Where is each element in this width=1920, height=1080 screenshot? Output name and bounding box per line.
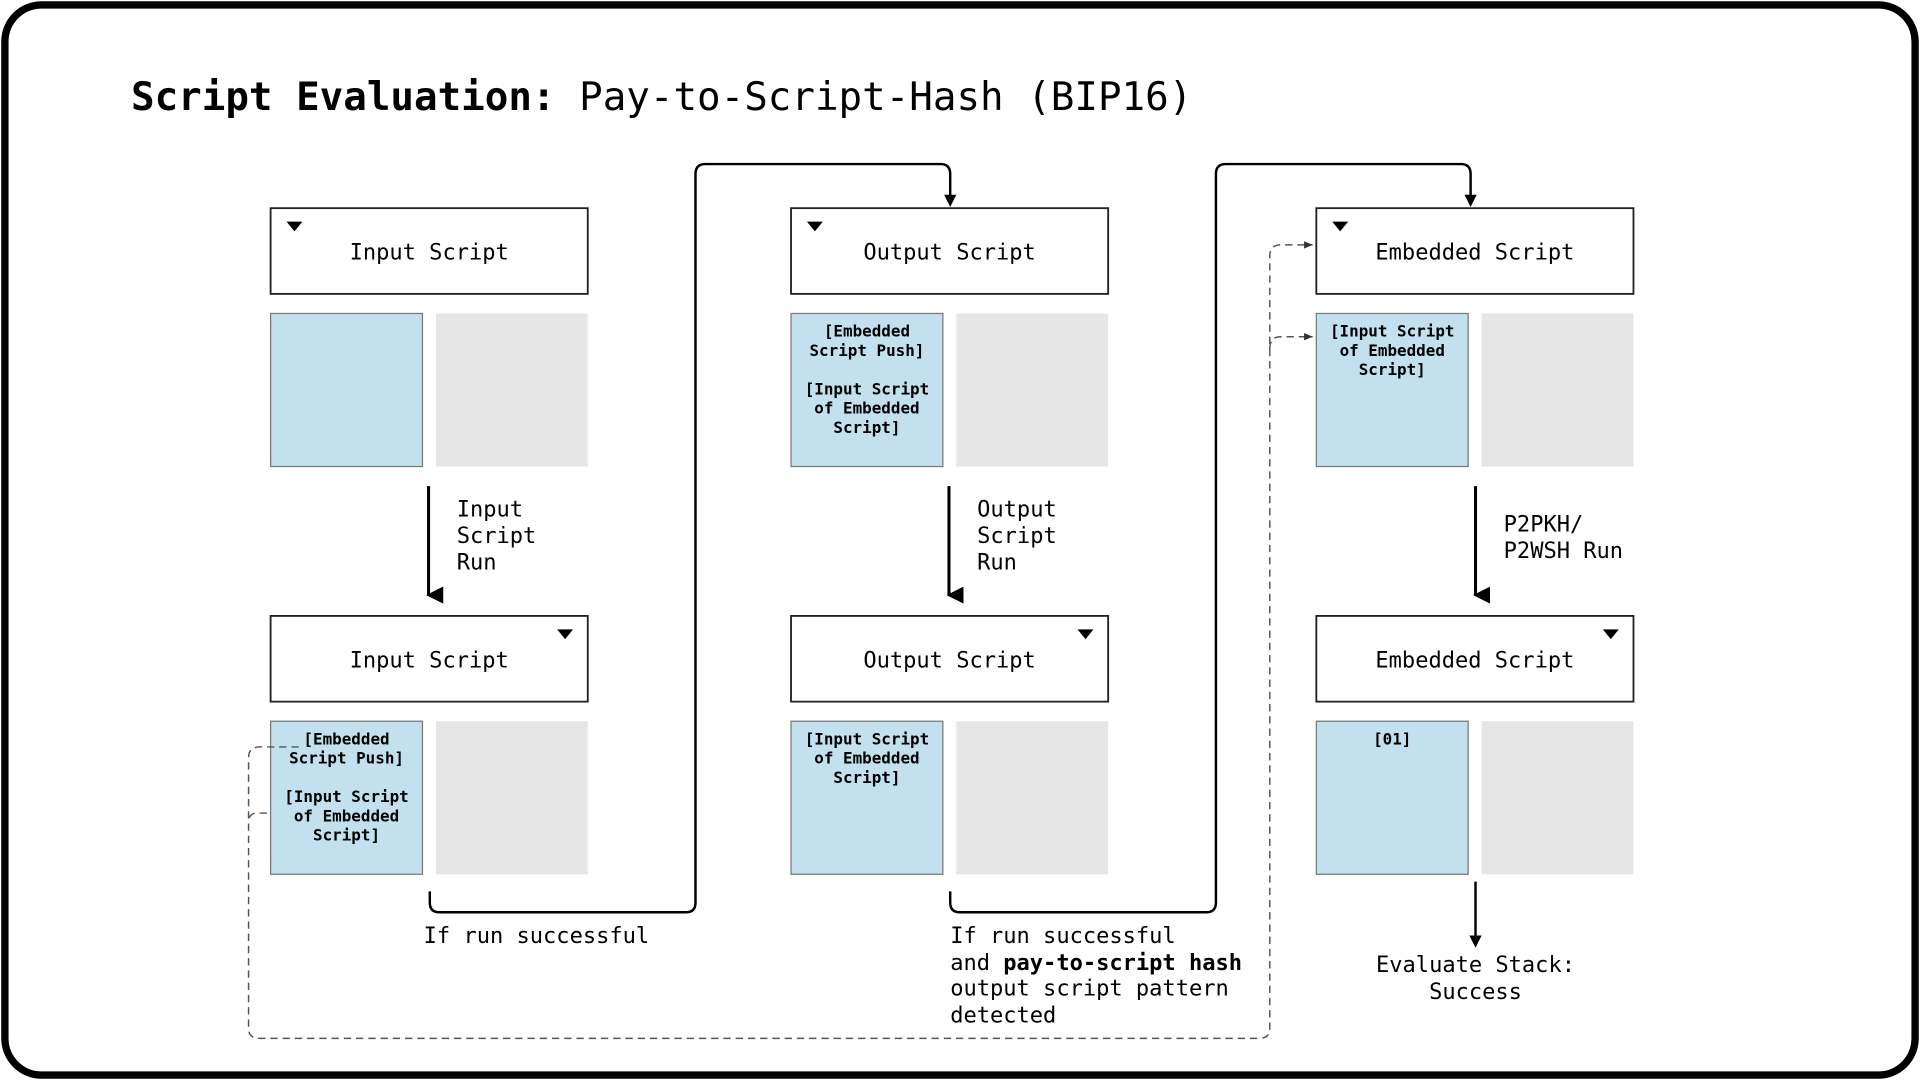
bottom-box-label: Embedded Script xyxy=(1375,648,1574,673)
connector-output-to-embedded xyxy=(948,162,1477,914)
empty-cell xyxy=(956,721,1109,875)
stack-cell xyxy=(1315,720,1469,875)
triangle-down-icon[interactable] xyxy=(1602,629,1619,640)
connector-input-to-output xyxy=(428,162,957,914)
triangle-down-icon[interactable] xyxy=(1332,221,1349,232)
top-script-box xyxy=(1315,207,1635,295)
stack-cell xyxy=(270,312,424,468)
empty-cell xyxy=(1481,313,1634,467)
bottom-script-box xyxy=(790,615,1110,703)
empty-cell xyxy=(956,313,1109,467)
run-label: P2PKH/P2WSH Run xyxy=(1504,512,1623,563)
top-box-label: Input Script xyxy=(350,241,509,266)
top-box-label: Output Script xyxy=(863,241,1035,266)
dashed-branch xyxy=(247,812,267,821)
top-box-label: Embedded Script xyxy=(1375,241,1574,266)
triangle-down-icon[interactable] xyxy=(806,221,823,232)
triangle-down-icon[interactable] xyxy=(1077,629,1094,640)
stack-cell xyxy=(790,720,944,875)
dashed-copy-embedded-script xyxy=(247,241,1313,1040)
bottom-script-box xyxy=(269,615,589,703)
triangle-down-icon[interactable] xyxy=(286,221,303,232)
bottom-box-label: Input Script xyxy=(350,648,509,673)
top-script-box xyxy=(269,207,589,295)
bottom-script-box xyxy=(1315,615,1635,703)
empty-cell xyxy=(435,313,588,467)
stack-cell-text: [01] xyxy=(1373,729,1411,748)
triangle-down-icon[interactable] xyxy=(557,629,574,640)
stack-cell xyxy=(790,312,944,468)
empty-cell xyxy=(1481,721,1634,875)
dashed-copy-input-of-embedded xyxy=(1269,333,1313,349)
top-script-box xyxy=(790,207,1110,295)
diagram-title: Script Evaluation: Pay-to-Script-Hash (B… xyxy=(131,75,1192,120)
evaluate-stack-label: Evaluate Stack:Success xyxy=(1376,953,1575,1005)
bottom-box-label: Output Script xyxy=(863,648,1035,673)
stack-cell xyxy=(1315,312,1469,468)
empty-cell xyxy=(435,721,588,875)
transition-label-1: If run successful xyxy=(424,924,650,949)
